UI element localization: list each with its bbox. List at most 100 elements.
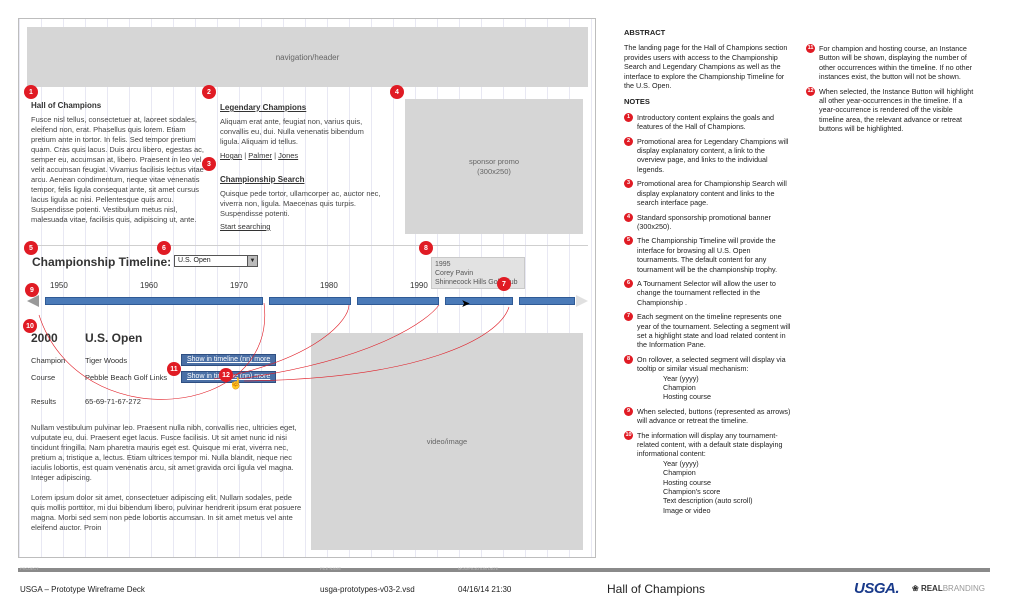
search-link-wrap: Start searching bbox=[220, 222, 270, 232]
intro-title: Hall of Champions bbox=[31, 101, 102, 110]
sponsor-promo[interactable]: sponsor promo (300x250) bbox=[405, 99, 583, 234]
note-sub: Hosting course bbox=[663, 477, 711, 487]
note-sub: Champion bbox=[663, 383, 696, 392]
sponsor-size: (300x250) bbox=[477, 166, 511, 176]
timeline-segment[interactable] bbox=[269, 297, 351, 305]
badge-11: 11 bbox=[167, 362, 181, 376]
timeline-segment[interactable] bbox=[445, 297, 513, 305]
notes-column-1: ABSTRACT The landing page for the Hall o… bbox=[624, 28, 794, 520]
decade-label: 1990 bbox=[410, 281, 428, 290]
footer-caption-date: MODIFICATION DATE bbox=[458, 566, 499, 571]
footer-project: USGA – Prototype Wireframe Deck bbox=[20, 585, 145, 594]
abstract-heading: ABSTRACT bbox=[624, 28, 666, 37]
legendary-links: Hogan | Palmer | Jones bbox=[220, 151, 298, 161]
wireframe-frame: navigation/header 1 Hall of Champions Fu… bbox=[18, 18, 596, 558]
tournament-selector-value: U.S. Open bbox=[178, 257, 211, 264]
note-badge: 2 bbox=[624, 136, 633, 146]
brand-part-a: REAL bbox=[920, 584, 943, 593]
search-body: Quisque pede tortor, ullamcorper ac, auc… bbox=[220, 189, 381, 218]
note-text: A Tournament Selector will allow the use… bbox=[637, 278, 776, 307]
note-text: Introductory content explains the goals … bbox=[637, 112, 775, 132]
note-text: The information will display any tournam… bbox=[637, 430, 783, 459]
note-badge: 1 bbox=[624, 112, 633, 122]
info-tournament-name: U.S. Open bbox=[85, 331, 143, 345]
note-text: The Championship Timeline will provide t… bbox=[637, 236, 778, 274]
link-separator: | bbox=[274, 151, 277, 160]
results-value: 65-69-71-67-272 bbox=[85, 397, 141, 406]
sponsor-label: sponsor promo bbox=[468, 156, 520, 166]
start-searching-link[interactable]: Start searching bbox=[220, 222, 271, 231]
note-item: 2 Promotional area for Legendary Champion… bbox=[624, 136, 794, 175]
intro-body: Fusce nisl tellus, consectetuer at, laor… bbox=[31, 115, 204, 224]
info-description: Nullam vestibulum pulvinar leo. Praesent… bbox=[31, 423, 297, 482]
champion-instance-button[interactable]: Show in timeline (nn) more bbox=[181, 354, 277, 366]
search-title[interactable]: Championship Search bbox=[220, 175, 305, 184]
course-value: Pebble Beach Golf Links bbox=[85, 373, 168, 382]
note-badge: 10 bbox=[624, 430, 633, 440]
badge-8: 8 bbox=[419, 241, 433, 255]
note-text: When selected, the Instance Button will … bbox=[819, 86, 974, 134]
realbranding-logo: ❀ REALBRANDING bbox=[912, 584, 985, 593]
course-label: Course bbox=[31, 373, 56, 382]
legend-link-hogan[interactable]: Hogan bbox=[220, 151, 243, 160]
footer-page-title: Hall of Champions bbox=[607, 582, 706, 596]
note-item: 1 Introductory content explains the goals… bbox=[624, 112, 794, 132]
footer-file: usga-prototypes-v03-2.vsd bbox=[320, 585, 415, 594]
legend-link-palmer[interactable]: Palmer bbox=[248, 151, 273, 160]
badge-3: 3 bbox=[202, 157, 216, 171]
note-item: 8 On rollover, a selected segment will di… bbox=[624, 354, 794, 402]
info-description-2: Lorem ipsum dolor sit amet, consectetuer… bbox=[31, 493, 302, 532]
badge-2: 2 bbox=[202, 85, 216, 99]
video-image-placeholder[interactable]: video/image bbox=[311, 333, 583, 550]
note-badge: 8 bbox=[624, 354, 633, 364]
brand-mark-icon: ❀ bbox=[912, 584, 919, 593]
note-sub: Text description (auto scroll) bbox=[663, 496, 753, 506]
timeline-advance-arrow-icon[interactable] bbox=[576, 295, 588, 307]
footer-caption-project: PROJECT bbox=[20, 566, 39, 571]
note-badge: 6 bbox=[624, 278, 633, 288]
note-item: 5 The Championship Timeline will provide … bbox=[624, 236, 794, 274]
hand-cursor-icon: ☝ bbox=[229, 378, 243, 390]
note-text: On rollover, a selected segment will dis… bbox=[637, 354, 786, 374]
link-separator: | bbox=[244, 151, 247, 160]
timeline-segment[interactable] bbox=[45, 297, 263, 305]
badge-5: 5 bbox=[24, 241, 38, 255]
championship-timeline bbox=[27, 295, 588, 307]
badge-10: 10 bbox=[23, 319, 37, 333]
divider bbox=[27, 245, 588, 246]
pointer-cursor-icon: ➤ bbox=[461, 298, 471, 310]
decade-label: 1970 bbox=[230, 281, 248, 290]
note-sub: Year (yyyy) bbox=[663, 373, 699, 383]
champion-value: Tiger Woods bbox=[85, 356, 128, 365]
note-badge: 7 bbox=[624, 312, 633, 322]
chevron-down-icon[interactable]: ▼ bbox=[247, 256, 257, 266]
note-item: 7 Each segment on the timeline represents… bbox=[624, 312, 794, 350]
badge-6: 6 bbox=[157, 241, 171, 255]
note-badge: 9 bbox=[624, 406, 633, 416]
legend-link-jones[interactable]: Jones bbox=[278, 151, 299, 160]
timeline-title: Championship Timeline: bbox=[32, 255, 172, 269]
abstract-text: The landing page for the Hall of Champio… bbox=[624, 43, 788, 91]
note-item: 10 The information will display any tourn… bbox=[624, 430, 794, 516]
legendary-title[interactable]: Legendary Champions bbox=[220, 103, 307, 112]
notes-heading: NOTES bbox=[624, 97, 650, 107]
decade-label: 1950 bbox=[50, 281, 68, 290]
note-text: Each segment on the timeline represents … bbox=[637, 312, 791, 350]
timeline-segment[interactable] bbox=[357, 297, 439, 305]
badge-7: 7 bbox=[497, 277, 511, 291]
note-text: When selected, buttons (represented as a… bbox=[637, 406, 791, 426]
note-badge: 5 bbox=[624, 236, 633, 246]
timeline-segment[interactable] bbox=[519, 297, 575, 305]
note-text: For champion and hosting course, an Inst… bbox=[819, 44, 973, 82]
tournament-selector[interactable]: U.S. Open ▼ bbox=[174, 255, 258, 267]
note-text: Standard sponsorship promotional banner … bbox=[637, 212, 771, 231]
note-text: Promotional area for Legendary Champions… bbox=[637, 136, 789, 174]
timeline-retreat-arrow-icon[interactable] bbox=[27, 295, 39, 307]
usga-logo: USGA. bbox=[854, 580, 900, 597]
nav-label: navigation/header bbox=[275, 52, 340, 62]
info-year: 2000 bbox=[31, 331, 58, 345]
